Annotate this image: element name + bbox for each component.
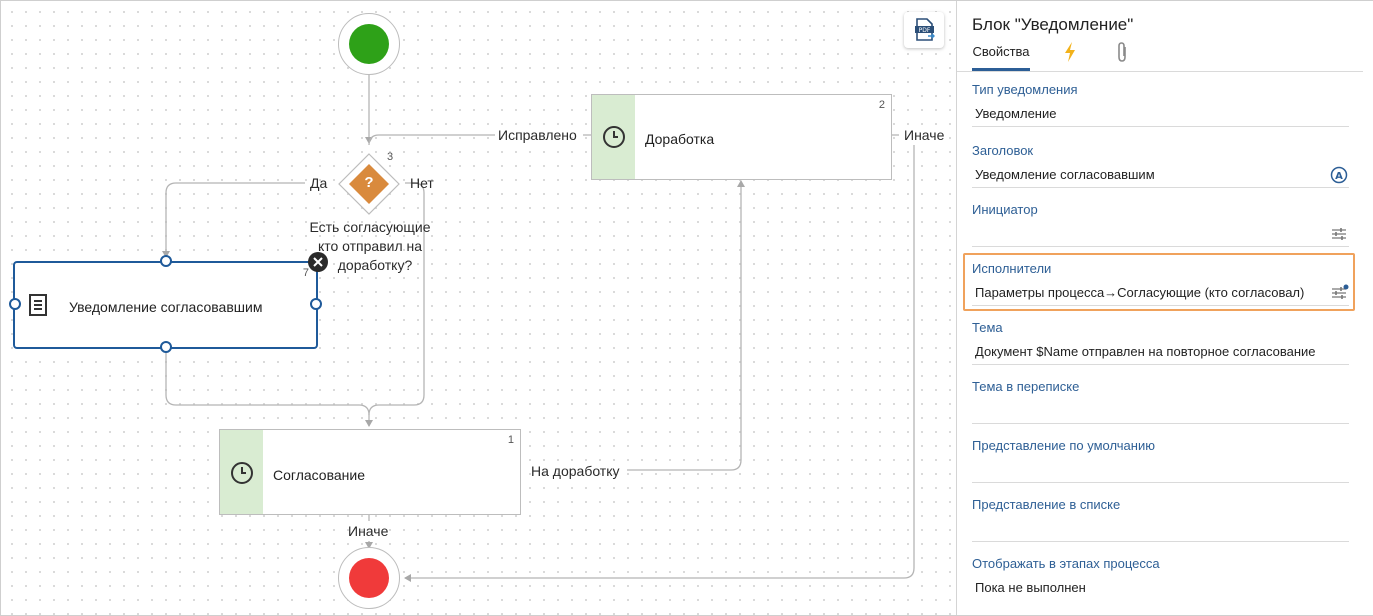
edge-to-rework [627,180,745,471]
settings-sliders-icon[interactable] [1329,224,1349,244]
edge-no [365,182,425,427]
tab-properties[interactable]: Свойства [972,39,1030,71]
task-name: Уведомление согласовавшим [69,299,263,315]
field-underline [972,305,1349,306]
field-value: Пока не выполнен [975,580,1086,595]
field-underline [972,187,1349,188]
panel-title: Блок "Уведомление" [972,15,1134,34]
decision-text-line: кто отправил на [317,238,423,254]
field-label: Тема [972,320,1003,335]
field-value: Документ $Name отправлен на повторное со… [975,344,1316,359]
close-icon [313,257,323,267]
field-underline [972,364,1349,365]
edge-fixed [368,134,591,146]
task-notify[interactable]: Уведомление согласовавшим 7 [13,261,318,349]
field-list-view[interactable]: Представление в списке [972,497,1349,545]
task-name: Доработка [645,131,715,147]
decision-number: 3 [387,151,394,163]
panel-tabs: Свойства [957,39,1363,72]
edge-label-to-rework: На доработку [531,463,620,479]
delete-node-button[interactable] [308,252,328,272]
end-event-fill [349,558,389,598]
field-performers[interactable]: Исполнители Параметры процесса→Согласующ… [972,261,1349,309]
document-list-icon [29,294,47,316]
svg-text:PDF: PDF [919,27,931,34]
field-header[interactable]: Заголовок Уведомление согласовавшим A [972,143,1349,191]
lightning-icon [1065,42,1075,62]
field-underline [972,482,1349,483]
field-thread-subject[interactable]: Тема в переписке [972,379,1349,427]
edge-label-otherwise-top: Иначе [904,127,945,143]
properties-panel: Блок "Уведомление" Свойства Тип уведомле… [956,1,1373,615]
field-default-view[interactable]: Представление по умолчанию [972,438,1349,486]
edge-notify-approval [165,351,370,416]
connector-handle-top[interactable] [160,255,172,267]
auto-text-icon[interactable]: A [1329,165,1349,185]
field-label: Заголовок [972,143,1034,158]
field-label: Представление по умолчанию [972,438,1155,453]
field-label: Представление в списке [972,497,1121,512]
task-number: 1 [507,434,514,446]
edge-label-fixed: Исправлено [498,127,577,143]
settings-sliders-icon[interactable] [1329,283,1349,303]
field-label: Исполнители [972,261,1052,276]
gateway-symbol: ? [364,174,374,191]
field-label: Отображать в этапах процесса [972,556,1160,571]
decision-text-line: доработку? [337,257,413,273]
end-event[interactable] [338,547,400,609]
field-show-in-stages[interactable]: Отображать в этапах процесса Пока не вып… [972,556,1349,604]
task-rework[interactable]: Доработка 2 [591,94,892,180]
start-event[interactable] [338,13,400,75]
decision-text-line: Есть согласующие [309,219,431,235]
decision-text: Есть согласующие кто отправил на доработ… [297,218,443,275]
field-underline [972,126,1349,127]
tab-attachments[interactable] [1111,39,1133,71]
field-underline [972,423,1349,424]
clock-icon [603,126,625,148]
performers-highlight-frame [963,253,1355,311]
field-underline [972,541,1349,542]
field-value: Параметры процесса→Согласующие (кто согл… [975,285,1305,300]
field-subject[interactable]: Тема Документ $Name отправлен на повторн… [972,320,1349,368]
edge-label-otherwise-bottom: Иначе [348,523,389,539]
task-number: 2 [878,99,885,111]
connector-handle-left[interactable] [9,298,21,310]
edge-label-no: Нет [410,175,434,191]
task-number: 7 [302,267,309,279]
decision-gateway[interactable]: ? [337,152,401,216]
field-initiator[interactable]: Инициатор [972,202,1349,250]
field-value: Уведомление [975,106,1057,121]
start-event-fill [349,24,389,64]
clock-icon [231,462,253,484]
field-label: Тема в переписке [972,379,1080,394]
pdf-export-icon: PDF [915,18,935,41]
field-label: Инициатор [972,202,1038,217]
connector-handle-right[interactable] [310,298,322,310]
edge-yes [162,182,305,258]
paperclip-icon [1118,42,1126,62]
flow-connectors [162,73,947,615]
task-approval[interactable]: Согласование 1 [219,429,521,515]
field-value: Уведомление согласовавшим [975,167,1155,182]
gateway-diamond-icon [338,153,400,215]
edge-label-yes: Да [310,175,328,191]
svg-text:A: A [1335,171,1343,182]
task-name: Согласование [273,467,365,483]
process-canvas[interactable]: ? 3 Есть согласующие кто отправил на дор… [1,1,955,615]
tab-events[interactable] [1059,39,1081,71]
field-notification-type[interactable]: Тип уведомления Уведомление [972,82,1349,130]
connector-handle-bottom[interactable] [160,341,172,353]
field-label: Тип уведомления [972,82,1078,97]
pdf-export-button[interactable]: PDF [904,12,944,48]
field-underline [972,246,1349,247]
